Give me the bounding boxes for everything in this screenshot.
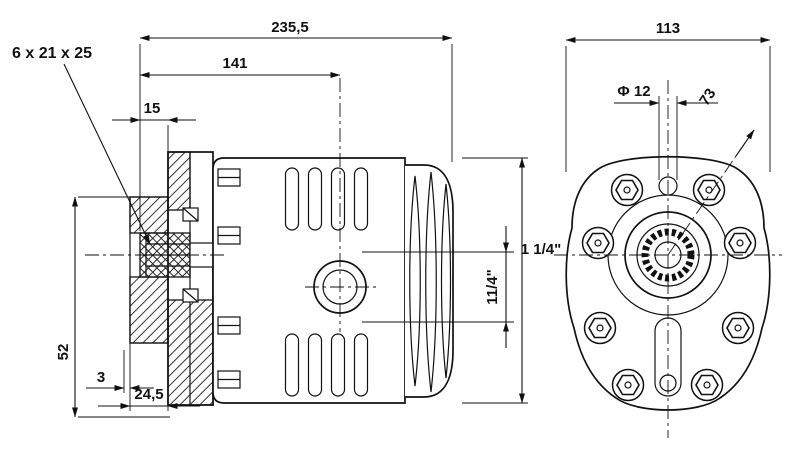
dim-body-length: 141 <box>222 55 247 72</box>
dim-front-width: 113 <box>656 20 680 37</box>
rear-cover <box>405 164 454 398</box>
mounting-plate <box>167 151 214 406</box>
pump-body <box>212 157 406 404</box>
dim-shaft-step: 15 <box>144 100 161 117</box>
dim-total-length: 235,5 <box>271 19 309 36</box>
dimensions: 235,5 141 15 6 x 21 x 25 52 3 24,5 11/4"… <box>12 19 771 418</box>
spline-leader-line <box>63 63 151 245</box>
flange-plugs <box>182 207 199 303</box>
dim-bolt-distance: 73 <box>696 85 719 108</box>
dim-line-bolt-distance <box>735 129 755 157</box>
spline-spec-label: 6 x 21 x 25 <box>12 45 92 62</box>
dim-front-port-thread: 1 1/4" <box>521 241 561 258</box>
dim-side-port-thread: 11/4" <box>484 269 501 304</box>
dim-pilot-hole: Φ 12 <box>617 83 650 100</box>
dim-flange-depth: 24,5 <box>134 386 163 403</box>
dim-flange-height: 52 <box>55 344 72 361</box>
dim-step-gap: 3 <box>97 369 105 386</box>
front-view <box>554 80 782 438</box>
diagonal-centerline <box>667 155 737 256</box>
